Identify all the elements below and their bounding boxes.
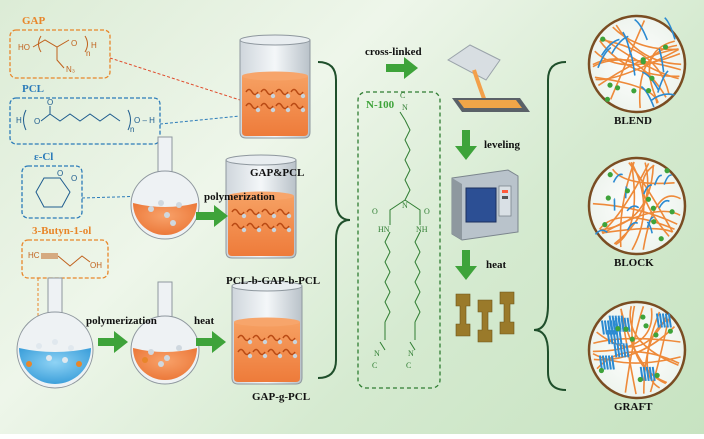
graft-label: GRAFT [614,401,653,413]
left-brace [317,61,351,379]
pcl-h-text: H [16,116,22,125]
dogbone-1 [455,293,471,337]
right-brace [533,61,567,391]
ecl-structure-box: ε-Cl O O [21,151,83,219]
network-graft [587,300,687,400]
butynol-label: 3-Butyn-1-ol [32,225,91,237]
n100-atom-o2: O [424,207,430,216]
pcl-o1-text: O [34,117,40,126]
n100-atom-n-br: N [408,349,414,358]
butynol-hc-text: HC [28,251,40,260]
oven-panel [498,185,512,217]
n100-atom-n-top: N [402,103,408,112]
gap-n-text: n [86,49,90,58]
pcl-oh-text: O – H [134,116,155,125]
arrow-leveling [455,130,477,160]
gap-ho-text: HO [18,43,30,52]
ecl-o2-text: O [71,174,77,183]
gap-h-text: H [91,41,97,50]
arrow-polymerization-1 [196,205,228,227]
flask-graft-polymerization [130,281,200,385]
n100-atom-hn: HN [378,225,390,234]
dogbone-2 [477,299,493,343]
gap-label: GAP [22,15,46,27]
tray-liquid [458,100,522,108]
dogbone-3 [499,291,515,335]
arrow-crosslinked [386,57,418,79]
heat-label-2: heat [486,259,507,271]
pcl-n-text: n [130,125,134,134]
network-block [587,156,687,256]
dogbone-specimens [455,291,515,343]
beaker-label-gap-pcl: GAP&PCL [250,167,304,179]
n100-atom-n-mid: N [402,201,408,210]
left-arrows [98,205,228,353]
n100-structure [379,111,421,351]
pcl-connector [159,115,241,125]
pcl-structure-box: PCL H O O n O – H [9,83,161,145]
arrow-heat-2 [455,250,477,280]
ecl-label: ε-Cl [34,151,53,163]
gap-n3-text: N₃ [66,65,75,74]
pcl-label: PCL [22,83,44,95]
gap-connector [109,57,241,101]
beaker-label-gap-g-pcl: GAP-g-PCL [252,391,310,403]
n100-label: N-100 [366,99,395,111]
polymerization-label-2: polymerization [86,315,157,327]
n100-atom-c3: C [400,91,405,100]
n100-box [357,91,441,389]
casting-tray [447,44,530,112]
pcl-o2-text: O [47,98,53,107]
butynol-structure-box: 3-Butyn-1-ol HC OH [21,225,109,279]
beaker-gap-pcl [239,34,311,139]
gap-structure-box: GAP HO O H n N₃ [9,15,111,79]
block-label: BLOCK [614,257,654,269]
flask-butynol [16,277,94,389]
oven-window [465,187,497,223]
n100-atom-c2: C [406,361,411,370]
ecl-o-text: O [57,169,63,178]
beaker-pcl-b-gap-b-pcl [225,154,297,259]
beaker-label-pcl-b-gap-b-pcl: PCL-b-GAP-b-PCL [226,275,320,287]
gap-o-text: O [71,39,77,48]
arrow-polymerization-2 [98,331,128,353]
arrow-heat-1 [196,331,226,353]
butynol-oh-text: OH [90,261,102,270]
beaker-gap-g-pcl [231,280,303,385]
n100-atom-c1: C [372,361,377,370]
n100-atoms: N O N O HN NH N N C C C [372,91,430,370]
crosslinked-label: cross-linked [365,46,422,58]
n100-atom-o1: O [372,207,378,216]
oven [451,169,519,241]
heat-label-1: heat [194,315,215,327]
leveling-label: leveling [484,139,521,151]
n100-atom-n-bl: N [374,349,380,358]
blend-label: BLEND [614,115,652,127]
polymerization-label-1: polymerization [204,191,275,203]
network-blend [587,14,687,114]
flask-ecl-polymerization [130,136,200,240]
n100-atom-nh: NH [416,225,428,234]
